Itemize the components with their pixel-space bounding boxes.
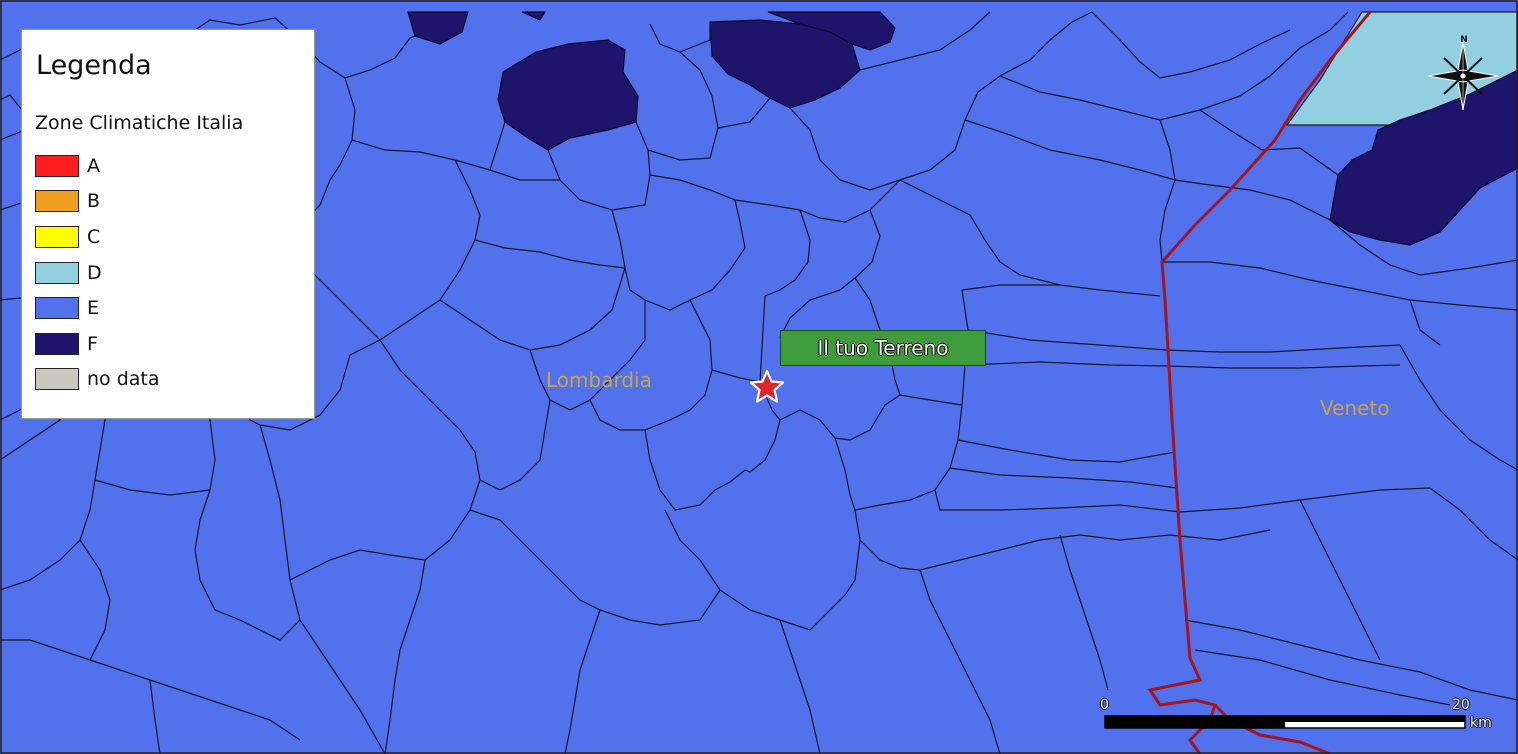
legend-swatch-no-data xyxy=(35,368,79,391)
legend-swatch-c xyxy=(35,225,79,248)
legend-swatch-f xyxy=(35,332,79,355)
scale-start-label: 0 xyxy=(1100,697,1109,713)
scale-end-label: 20 xyxy=(1452,697,1470,713)
legend-item-b: B xyxy=(35,184,160,220)
legend-item-e: E xyxy=(35,290,160,326)
star-icon[interactable] xyxy=(749,369,785,403)
legend-item-label: E xyxy=(87,297,100,320)
legend-items: A B C D E F no xyxy=(35,148,160,397)
legend-subtitle: Zone Climatiche Italia xyxy=(35,112,244,134)
legend-item-label: F xyxy=(87,332,98,355)
legend-swatch-a xyxy=(35,154,79,177)
legend-title: Legenda xyxy=(36,50,152,81)
legend-swatch-e xyxy=(35,297,79,320)
legend-swatch-b xyxy=(35,190,79,213)
marker-callout[interactable]: Il tuo Terreno xyxy=(780,330,986,366)
legend-item-f: F xyxy=(35,326,160,362)
legend-item-label: D xyxy=(87,261,102,284)
legend-item-no-data: no data xyxy=(35,362,160,398)
region-border xyxy=(1147,11,1372,754)
scale-bar xyxy=(1104,715,1466,729)
north-label: N xyxy=(1460,35,1468,45)
legend-item-label: no data xyxy=(87,368,160,391)
legend-item-a: A xyxy=(35,148,160,184)
legend-item-c: C xyxy=(35,219,160,255)
legend-item-d: D xyxy=(35,255,160,291)
legend-item-label: B xyxy=(87,190,101,213)
map-legend: Legenda Zone Climatiche Italia A B C D E xyxy=(21,29,315,419)
legend-item-label: C xyxy=(87,225,101,248)
legend-swatch-d xyxy=(35,261,79,284)
scale-unit-label: km xyxy=(1470,715,1492,731)
region-label-lombardia: Lombardia xyxy=(546,368,652,392)
legend-item-label: A xyxy=(87,154,100,177)
compass-rose-icon xyxy=(1427,41,1499,111)
marker-callout-label: Il tuo Terreno xyxy=(817,336,949,360)
region-label-veneto: Veneto xyxy=(1320,396,1390,420)
municipal-boundaries xyxy=(0,11,1518,754)
